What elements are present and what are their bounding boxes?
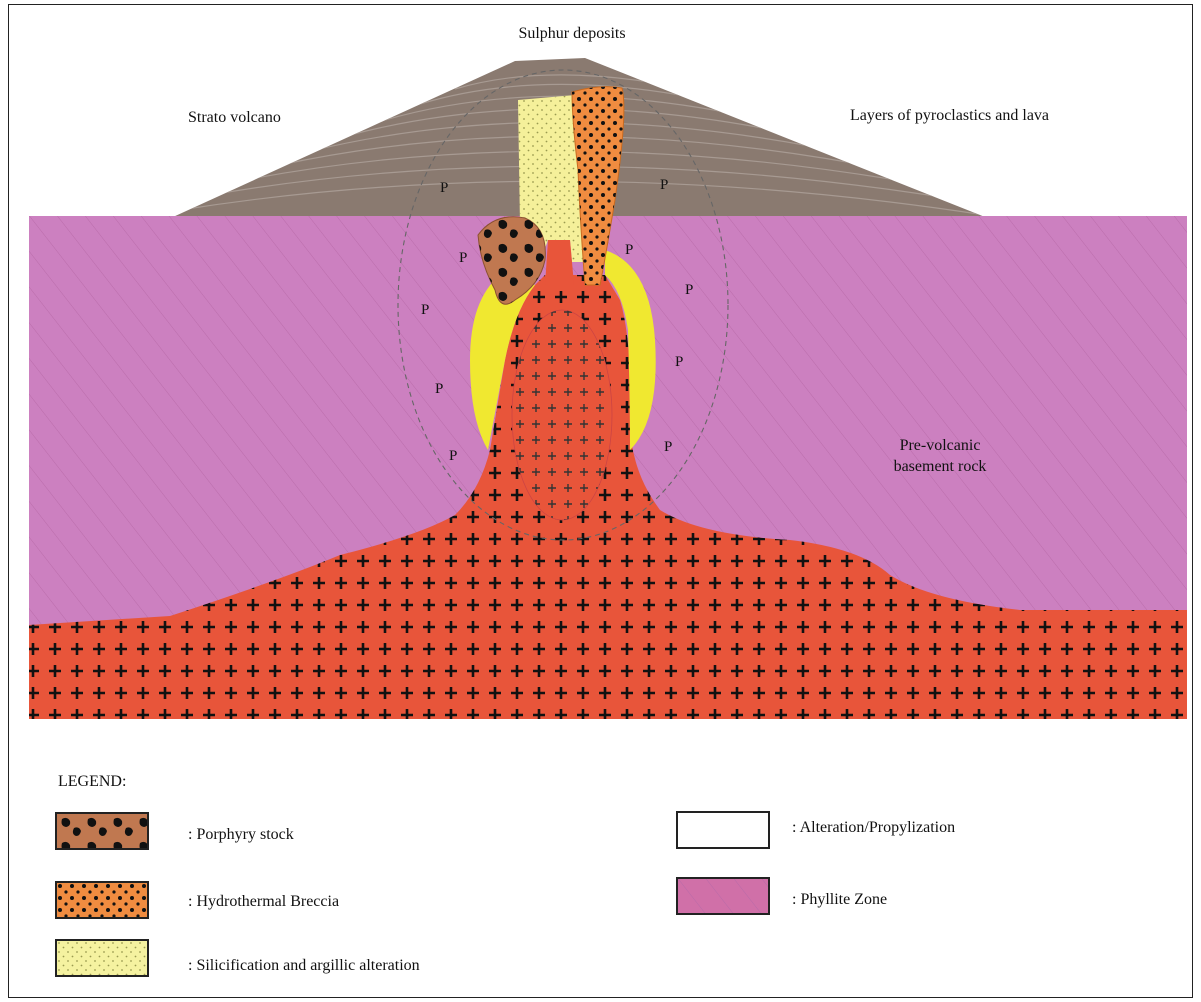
p-marker: P bbox=[421, 302, 429, 318]
intrusion-core-pattern bbox=[512, 310, 612, 520]
legend-swatch-phyllite-zone bbox=[676, 877, 770, 915]
hatch-icon bbox=[678, 879, 768, 913]
p-marker: P bbox=[625, 242, 633, 258]
p-marker: P bbox=[685, 282, 693, 298]
p-marker: P bbox=[435, 381, 443, 397]
feeder-dyke bbox=[545, 240, 574, 285]
p-marker: P bbox=[660, 177, 668, 193]
p-marker: P bbox=[675, 354, 683, 370]
legend-label-hydrothermal-breccia: : Hydrothermal Breccia bbox=[188, 893, 339, 911]
p-marker: P bbox=[459, 250, 467, 266]
breccia-dots-icon bbox=[57, 883, 147, 917]
label-sulphur-deposits: Sulphur deposits bbox=[518, 25, 625, 42]
legend-label-phyllite-zone: : Phyllite Zone bbox=[792, 891, 887, 909]
fine-dots-icon bbox=[57, 941, 147, 975]
label-strato-volcano: Strato volcano bbox=[188, 109, 281, 126]
legend-label-silicification: : Silicification and argillic alteration bbox=[188, 957, 420, 975]
legend-label-porphyry-stock: : Porphyry stock bbox=[188, 826, 294, 844]
p-marker: P bbox=[440, 180, 448, 196]
porphyry-blobs-icon bbox=[57, 814, 147, 848]
label-layers-pyroclastics: Layers of pyroclastics and lava bbox=[850, 107, 1049, 124]
label-basement-line1: Pre-volcanic bbox=[900, 437, 981, 454]
legend-swatch-hydrothermal-breccia bbox=[55, 881, 149, 919]
label-basement-line2: basement rock bbox=[894, 458, 987, 475]
legend-label-alteration-propylization: : Alteration/Propylization bbox=[792, 819, 955, 837]
legend-swatch-silicification bbox=[55, 939, 149, 977]
legend-swatch-porphyry-stock bbox=[55, 812, 149, 850]
p-marker: P bbox=[449, 448, 457, 464]
legend-title: LEGEND: bbox=[58, 773, 126, 791]
p-marker: P bbox=[664, 439, 672, 455]
legend-swatch-alteration-propylization bbox=[676, 811, 770, 849]
